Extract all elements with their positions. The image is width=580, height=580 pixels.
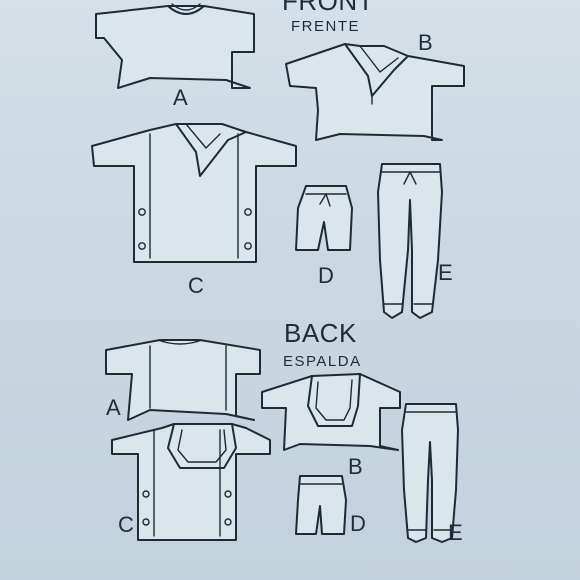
front-label-d: D — [318, 263, 334, 288]
front-view-e-pants — [377, 163, 443, 319]
back-subheading: ESPALDA — [283, 353, 362, 370]
front-view-b-top — [285, 43, 465, 141]
back-label-b: B — [348, 454, 363, 479]
front-label-a: A — [173, 85, 188, 110]
front-label-e: E — [438, 260, 453, 285]
front-subheading: FRENTE — [291, 18, 360, 35]
back-view-c-top — [111, 423, 271, 541]
front-label-c: C — [188, 273, 204, 298]
back-label-d: D — [350, 511, 366, 536]
front-view-a-top — [95, 3, 255, 89]
back-view-a-top — [105, 339, 261, 421]
back-view-d-shorts — [295, 475, 347, 535]
back-view-b-top — [261, 373, 401, 451]
front-label-b: B — [418, 30, 433, 55]
front-heading: FRONT — [282, 0, 375, 16]
back-label-c: C — [118, 512, 134, 537]
back-label-a: A — [106, 395, 121, 420]
back-view-e-pants — [401, 403, 459, 543]
back-heading: BACK — [284, 318, 357, 348]
front-view-d-shorts — [295, 185, 353, 251]
front-view-c-top — [91, 123, 297, 263]
back-label-e: E — [448, 520, 463, 545]
